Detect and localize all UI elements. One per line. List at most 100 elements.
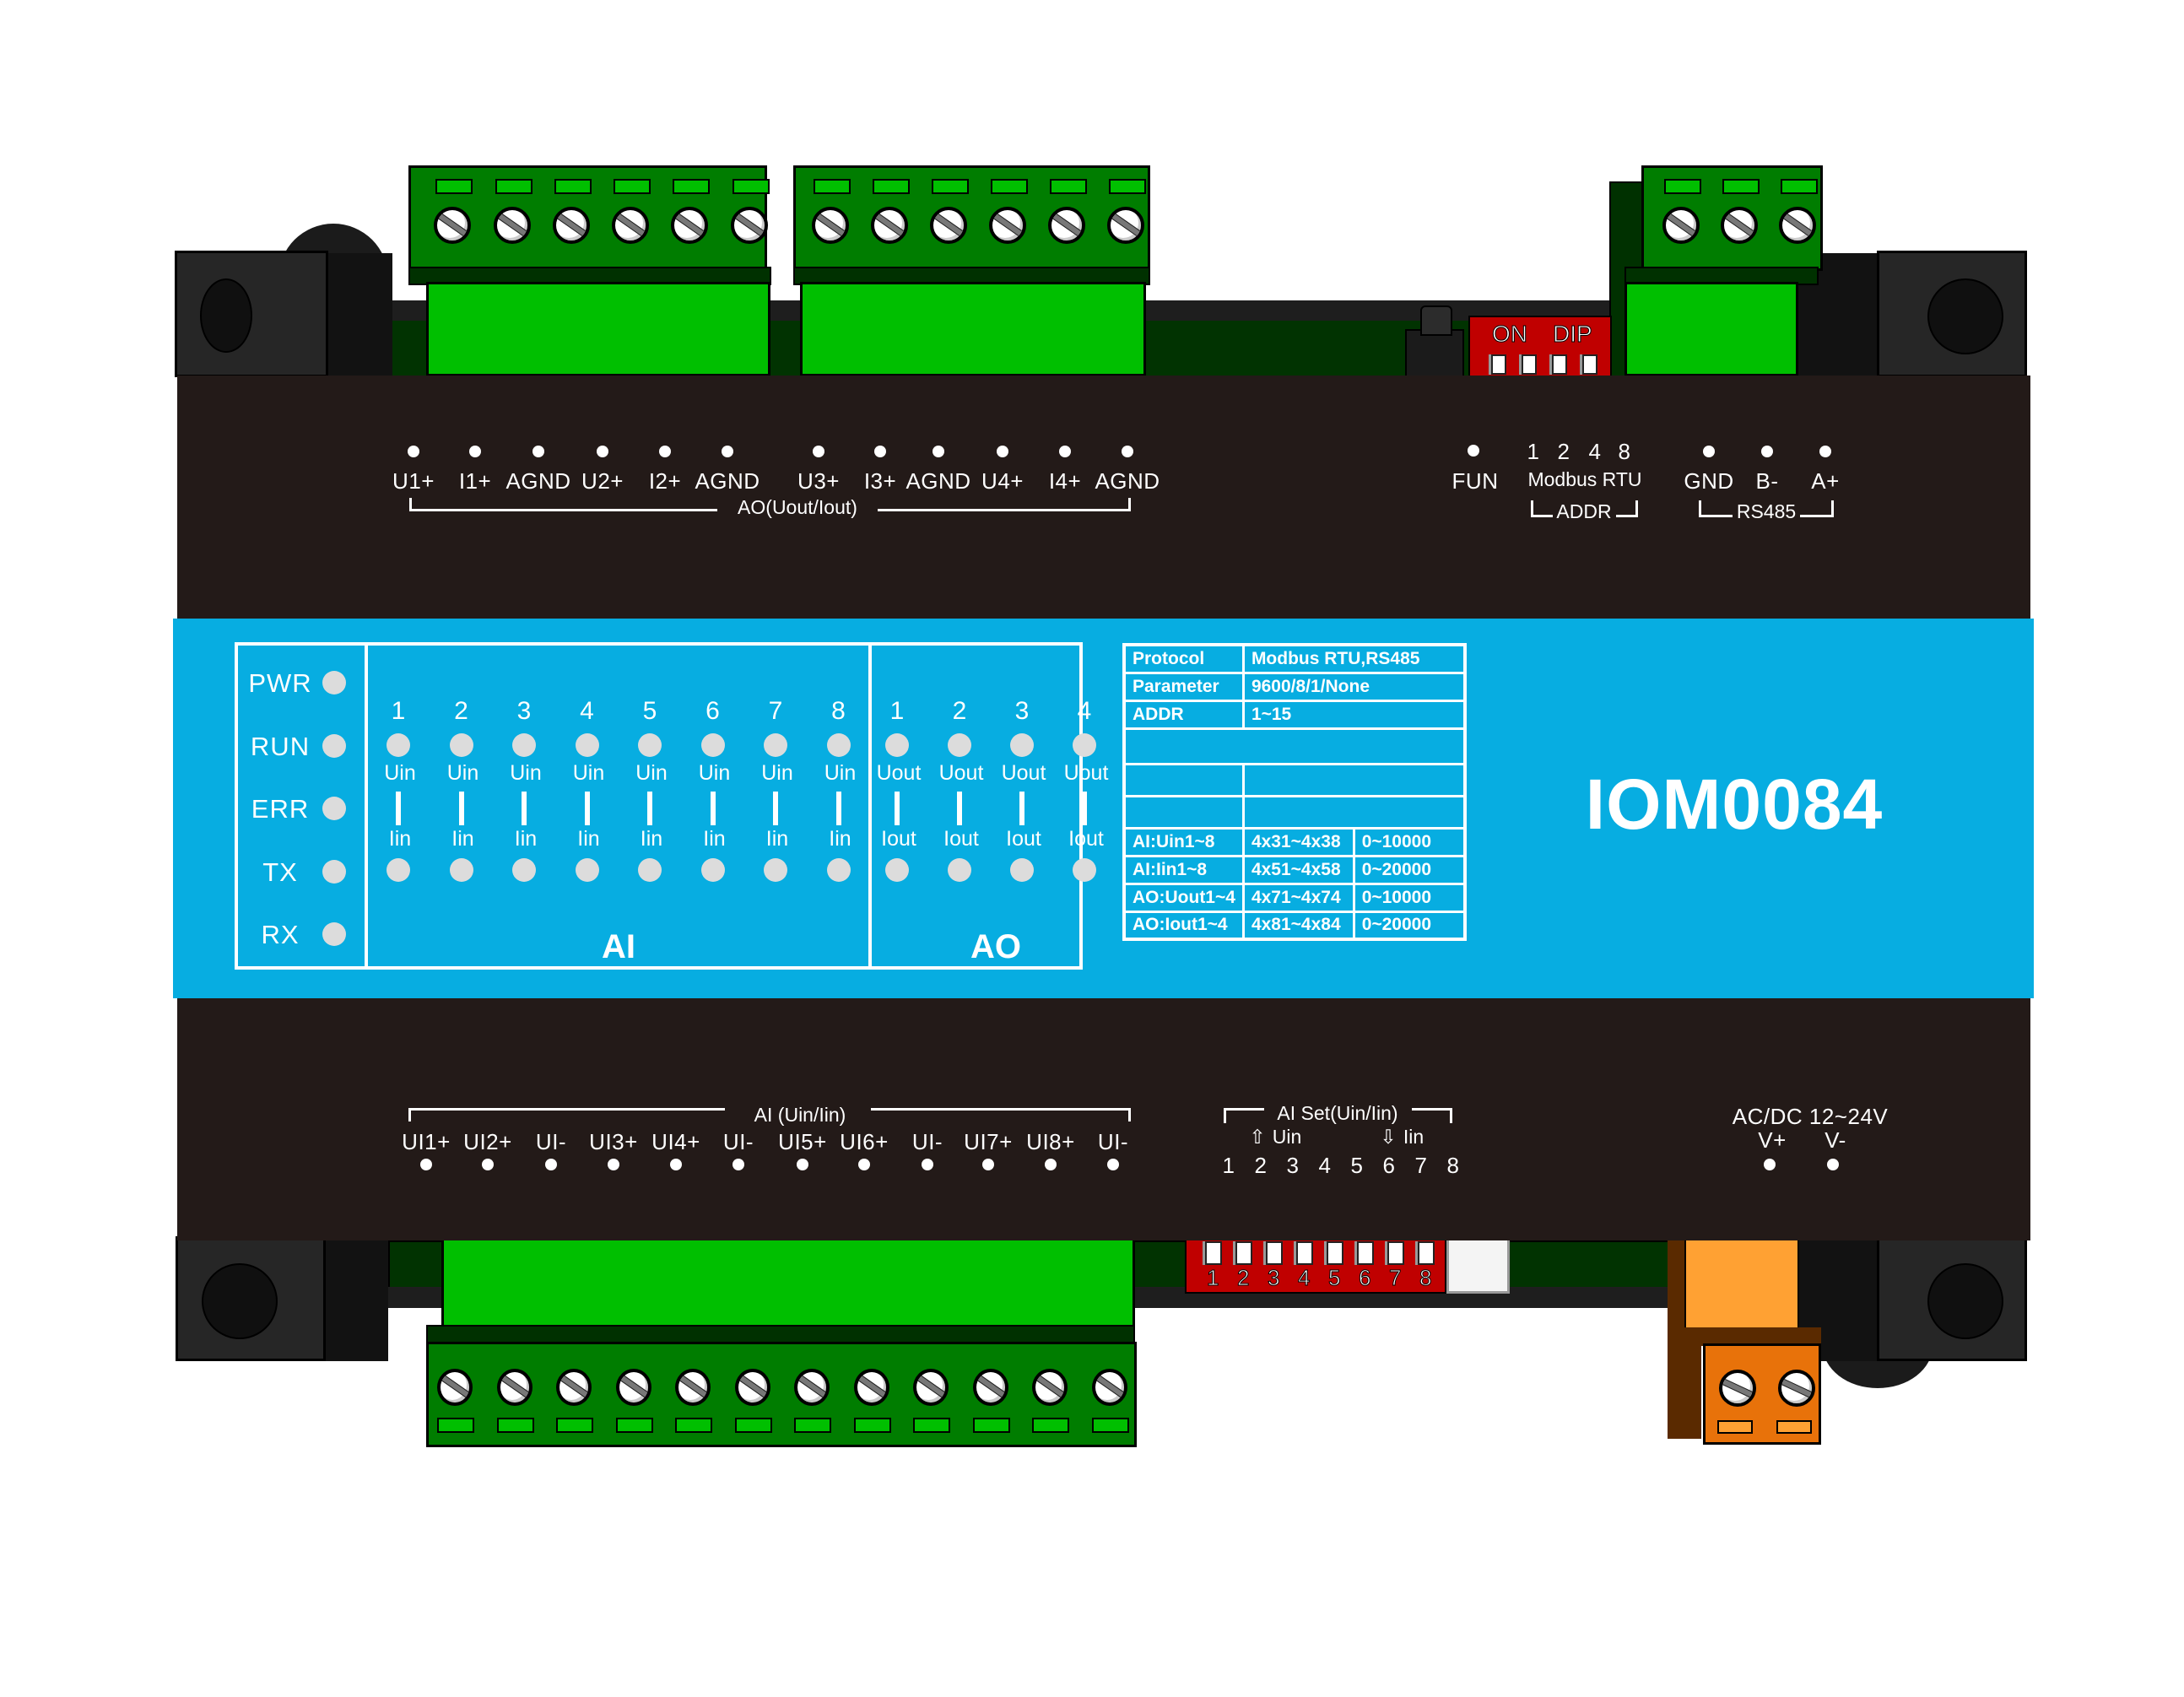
ai-terminal-label: UI5+	[778, 1129, 827, 1154]
ao-lower-led	[1010, 858, 1034, 882]
wire-slot	[675, 1418, 712, 1433]
ai-set-dip-key[interactable]	[1205, 1241, 1222, 1265]
terminal-screw[interactable]	[972, 1369, 1008, 1406]
terminal-screw[interactable]	[494, 207, 531, 244]
fun-button[interactable]	[1405, 305, 1464, 380]
wire-slot	[496, 1418, 534, 1433]
terminal-screw[interactable]	[553, 207, 590, 244]
terminal-screw[interactable]	[794, 1369, 830, 1406]
terminal-screw[interactable]	[853, 1369, 889, 1406]
ai-set-dip-key[interactable]	[1327, 1241, 1343, 1265]
arrow-down-icon: ⇩	[1380, 1126, 1397, 1148]
ai-lower-led	[638, 858, 662, 882]
terminal-screw[interactable]	[930, 207, 967, 244]
ai-channel-number: 2	[454, 697, 468, 725]
ai-terminal-label: UI3+	[589, 1129, 638, 1154]
wire-slot	[1717, 1420, 1753, 1434]
ai-upper-led	[826, 733, 851, 757]
ai-set-dip-number: 7	[1388, 1265, 1402, 1291]
ai-lower-label: Iin	[640, 827, 663, 851]
terminal-screw[interactable]	[434, 207, 471, 244]
terminal-point	[1819, 446, 1831, 457]
ao-terminal-label: I4+	[1048, 468, 1082, 494]
terminal-screw[interactable]	[734, 1369, 770, 1406]
ai-upper-label: Uin	[446, 761, 479, 785]
terminal-screw[interactable]	[612, 207, 649, 244]
terminal-screw[interactable]	[989, 207, 1026, 244]
ai-set-dip-key[interactable]	[1418, 1241, 1435, 1265]
corner-bracket-side	[325, 253, 392, 380]
terminal-screw[interactable]	[1091, 1369, 1127, 1406]
register-range: 0~10000	[1352, 882, 1467, 913]
terminal-screw[interactable]	[496, 1369, 532, 1406]
terminal-screw[interactable]	[1048, 207, 1085, 244]
terminal-screw[interactable]	[671, 207, 708, 244]
terminal-screw[interactable]	[871, 207, 908, 244]
addr-bit-label: 1	[1527, 439, 1540, 464]
ao-terminal-label: AGND	[695, 468, 760, 494]
terminal-screw[interactable]	[556, 1369, 592, 1406]
terminal-point	[922, 1159, 933, 1170]
ai-set-dip-key[interactable]	[1296, 1241, 1313, 1265]
ai-set-dip-key[interactable]	[1357, 1241, 1374, 1265]
terminal-screw[interactable]	[615, 1369, 651, 1406]
ai-upper-label: Uin	[698, 761, 731, 785]
dip-key-1[interactable]	[1491, 354, 1506, 375]
status-led-label: ERR	[251, 794, 310, 824]
wire-slot	[554, 179, 592, 194]
ai-lower-led	[512, 858, 536, 882]
dip-key-2[interactable]	[1522, 354, 1537, 375]
ao-upper-led	[948, 733, 971, 757]
spec-empty-cell	[1241, 794, 1467, 830]
ao-upper-led	[1010, 733, 1034, 757]
wire-slot	[1109, 179, 1146, 194]
terminal-plug-ai	[441, 1236, 1135, 1329]
terminal-screw[interactable]	[1662, 207, 1700, 244]
screw-v-minus[interactable]	[1778, 1370, 1815, 1407]
ai-set-number: 4	[1318, 1153, 1332, 1178]
status-led	[322, 922, 346, 946]
ai-terminal-label: UI7+	[964, 1129, 1013, 1154]
terminal-screw[interactable]	[913, 1369, 949, 1406]
ai-channel-number: 1	[391, 697, 406, 725]
ai-set-number: 7	[1414, 1153, 1428, 1178]
ao-terminal-label: U1+	[392, 468, 435, 494]
terminal-point	[1045, 1159, 1057, 1170]
terminal-screw[interactable]	[731, 207, 768, 244]
ai-upper-label: Uin	[384, 761, 416, 785]
terminal-screw[interactable]	[1721, 207, 1758, 244]
terminal-plug-ao-2	[800, 282, 1146, 376]
terminal-point	[997, 446, 1008, 457]
dip-key-8[interactable]	[1582, 354, 1597, 375]
ao-channel-number: 3	[1014, 697, 1030, 725]
mounting-hole	[202, 1263, 278, 1339]
terminal-point	[1059, 446, 1071, 457]
wire-slot	[673, 179, 710, 194]
terminal-screw[interactable]	[812, 207, 849, 244]
terminal-screw[interactable]	[1032, 1369, 1068, 1406]
ai-set-number: 3	[1286, 1153, 1300, 1178]
terminal-screw[interactable]	[437, 1369, 473, 1406]
terminal-point	[659, 446, 671, 457]
terminal-point	[874, 446, 886, 457]
addr-dip-switch[interactable]: ON DIP	[1468, 316, 1612, 379]
dip-key-4[interactable]	[1552, 354, 1567, 375]
ai-set-dip-key[interactable]	[1235, 1241, 1252, 1265]
terminal-screw[interactable]	[1779, 207, 1816, 244]
terminal-point	[933, 446, 944, 457]
ai-upper-led	[449, 733, 473, 757]
ai-set-dip-key[interactable]	[1266, 1241, 1283, 1265]
spec-row-empty	[1122, 762, 1467, 797]
ao-upper-label: Uout	[1063, 761, 1109, 785]
fun-button-cap[interactable]	[1420, 305, 1452, 336]
selector-bar	[647, 792, 652, 825]
terminal-screw[interactable]	[675, 1369, 711, 1406]
ai-set-dip-key[interactable]	[1387, 1241, 1404, 1265]
ai-channel-number: 3	[516, 697, 532, 725]
screw-v-plus[interactable]	[1719, 1370, 1756, 1407]
ai-set-dip-number: 6	[1358, 1265, 1371, 1291]
terminal-screw[interactable]	[1107, 207, 1144, 244]
spec-value: 9600/8/1/None	[1241, 671, 1467, 702]
